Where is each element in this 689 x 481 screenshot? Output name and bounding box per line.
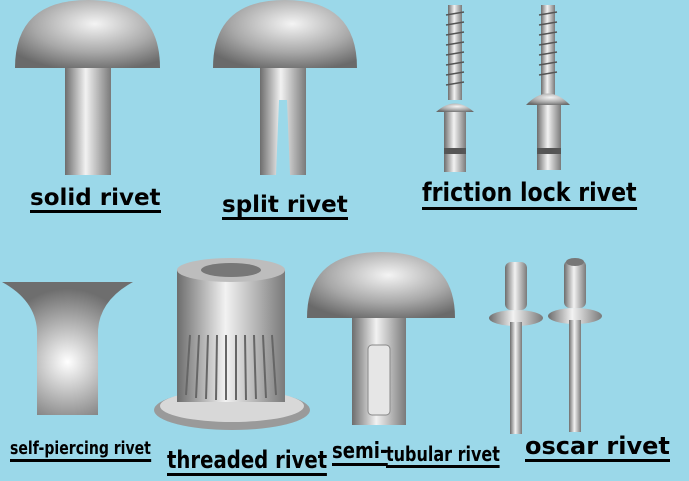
label-oscar-rivet: oscar rivet: [525, 433, 670, 463]
oscar-rivet-drawing: [489, 258, 602, 434]
label-solid-rivet: solid rivet: [30, 186, 161, 214]
label-split-rivet: split rivet: [222, 193, 348, 221]
solid-rivet-drawing: [15, 0, 160, 175]
label-friction-lock-rivet: friction lock rivet: [422, 179, 637, 211]
label-semi: semi-: [332, 440, 388, 467]
label-tubular-rivet: tubular rivet: [386, 442, 500, 468]
semi-tubular-rivet-drawing: [307, 252, 455, 425]
friction-lock-rivet-drawing: [436, 5, 570, 172]
label-threaded-rivet: threaded rivet: [167, 447, 328, 477]
self-piercing-rivet-drawing: [2, 282, 133, 415]
threaded-rivet-drawing: [154, 258, 310, 430]
label-self-piercing-rivet: self-piercing rivet: [10, 439, 151, 462]
split-rivet-drawing: [213, 0, 357, 175]
